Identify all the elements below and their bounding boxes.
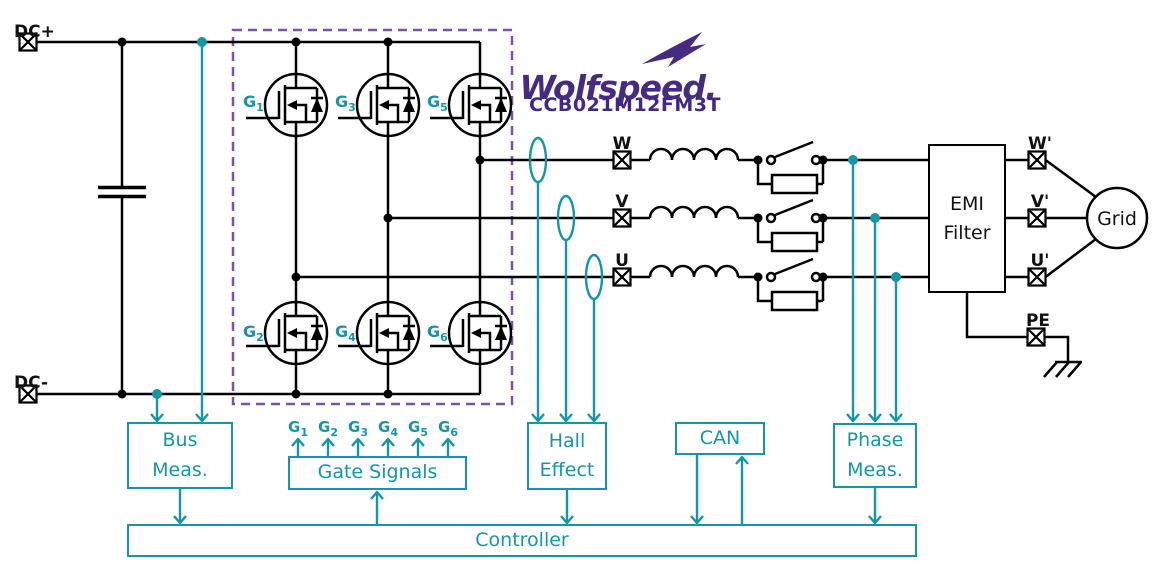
bus-meas-line1: Bus	[162, 429, 198, 452]
phase-u-prime-label: U'	[1030, 251, 1050, 271]
terminal-w	[612, 150, 632, 170]
dc-plus-label: DC+	[14, 22, 55, 42]
precharge-resistor-w	[770, 173, 819, 195]
bypass-switch-w	[756, 140, 825, 195]
gate-label-g6: G6	[427, 322, 448, 345]
inductor-u	[648, 264, 740, 278]
gate-label-g5: G5	[427, 92, 448, 115]
terminals	[18, 32, 1047, 404]
terminal-pe	[1026, 327, 1046, 347]
precharge-resistor-u	[770, 290, 819, 312]
teal-arrowheads	[150, 413, 903, 525]
grid-circle	[1085, 186, 1149, 250]
pe-label: PE	[1025, 311, 1051, 331]
bypass-switch-u	[756, 257, 825, 312]
mosfets	[246, 72, 513, 366]
gate-label-g1: G1	[243, 92, 264, 115]
part-number: CCB021M12FM3T	[529, 94, 721, 116]
mosfet-g5	[430, 72, 513, 138]
phase-v-prime-label: V'	[1030, 192, 1050, 212]
can-block: CAN	[675, 422, 765, 455]
mosfet-g4	[338, 300, 421, 366]
emi-filter-line2: Filter	[943, 221, 991, 244]
bus-meas-line2: Meas.	[152, 458, 208, 481]
mosfet-g6	[430, 300, 513, 366]
phase-u-line	[296, 264, 928, 279]
gate-signals-block: Gate Signals	[288, 456, 467, 490]
emi-filter-block: EMI Filter	[928, 144, 1006, 293]
dc-rails	[36, 40, 480, 396]
terminal-v	[612, 208, 632, 228]
gate-label-g2: G2	[243, 322, 264, 345]
terminal-v-prime	[1027, 208, 1047, 228]
phase-meas-line2: Meas.	[847, 458, 903, 481]
gate-signal-label-g2: G2	[318, 418, 338, 439]
phase-w-line	[480, 147, 928, 162]
dc-minus-label: DC-	[14, 373, 49, 393]
phase-w-prime-label: W'	[1028, 134, 1052, 154]
terminal-w-prime	[1027, 150, 1047, 170]
hall-effect-line1: Hall	[548, 429, 586, 452]
chassis-ground-symbol	[1043, 360, 1082, 378]
terminal-dc-minus	[18, 384, 38, 404]
grid-side-wiring	[965, 158, 1097, 378]
wolfspeed-logo-text: Wolfspeed.	[519, 68, 717, 107]
mosfet-g1	[246, 72, 329, 138]
terminal-dc-plus	[18, 32, 38, 52]
gate-signals-label: Gate Signals	[317, 461, 438, 484]
phase-u-label: U	[615, 251, 629, 271]
grid-label: Grid	[1097, 208, 1137, 230]
gate-signal-label-g6: G6	[438, 418, 458, 439]
terminal-u	[612, 267, 632, 287]
precharge-resistor-v	[770, 231, 819, 253]
mosfet-g2	[246, 300, 329, 366]
gate-label-g4: G4	[335, 322, 356, 345]
gate-signal-label-g1: G1	[288, 418, 308, 439]
teal-junction-dots	[152, 37, 901, 399]
bridge-columns	[294, 42, 482, 394]
phase-w-label: W	[612, 134, 632, 154]
gate-signal-label-g5: G5	[408, 418, 428, 439]
terminal-u-prime	[1027, 267, 1047, 287]
hall-sensor-lines	[536, 182, 596, 420]
hall-effect-block: Hall Effect	[527, 422, 607, 490]
controller-block: Controller	[127, 524, 917, 557]
inductor-w	[648, 147, 740, 161]
pe-wire	[965, 293, 1070, 362]
phase-meas-line1: Phase	[846, 429, 904, 452]
emi-filter-line1: EMI	[949, 193, 984, 215]
dc-link-capacitor	[98, 42, 146, 394]
phase-meas-block: Phase Meas.	[833, 423, 917, 488]
bus-meas-block: Bus Meas.	[127, 422, 233, 489]
phase-meas-lines	[851, 160, 898, 420]
teal-signal-lines	[150, 42, 903, 525]
can-label: CAN	[699, 426, 741, 449]
gate-signal-arrows	[296, 441, 450, 456]
controller-label: Controller	[475, 528, 569, 551]
gate-label-g3: G3	[335, 92, 356, 115]
phase-v-label: V	[615, 192, 629, 212]
bypass-switch-v	[756, 198, 825, 253]
junction-dots	[117, 37, 828, 399]
inductor-v	[648, 205, 740, 219]
gate-signal-label-g4: G4	[378, 418, 398, 439]
gate-signal-label-g3: G3	[348, 418, 368, 439]
switch-blade	[774, 140, 814, 159]
phase-v-line	[388, 205, 928, 220]
hall-effect-line2: Effect	[539, 459, 595, 481]
wolfspeed-swoosh-icon	[642, 32, 706, 67]
mosfet-g3	[338, 72, 421, 138]
